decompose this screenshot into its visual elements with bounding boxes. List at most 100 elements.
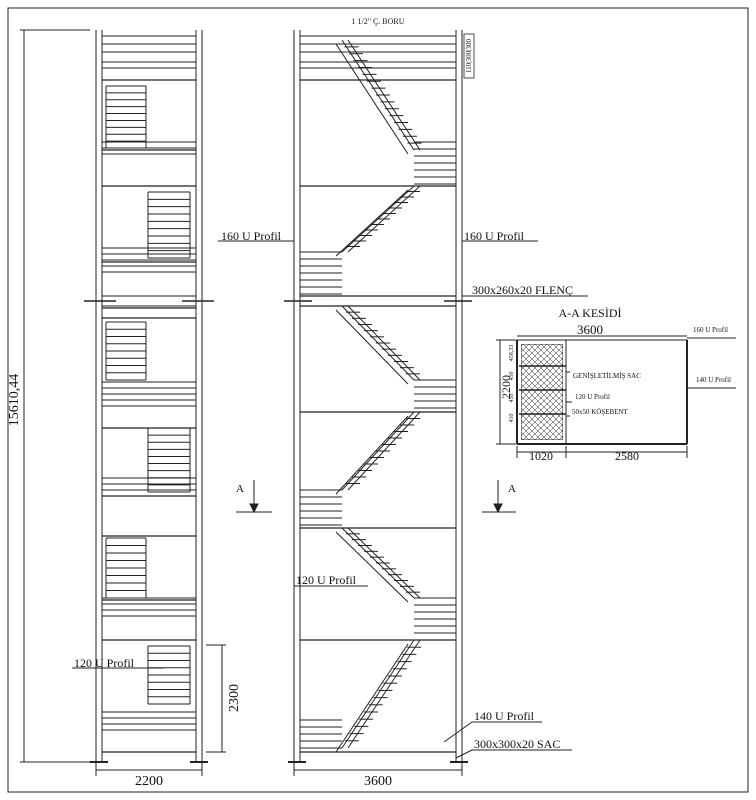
- section-angle-label: 50x50 KÖŞEBENT: [572, 408, 629, 416]
- pipe-note: 1 1/2" Ç. BORU: [351, 17, 404, 26]
- section-hatch-line: [583, 344, 679, 440]
- section-hatch-line: [631, 344, 727, 440]
- section-hatch-line: [558, 435, 563, 440]
- section-grating-hatch: [325, 344, 745, 440]
- section-hatch-line: [521, 425, 536, 440]
- side-stringer: [347, 639, 421, 749]
- rail-dims-note: 110|300|300: [465, 38, 473, 73]
- u140-label: 140 U Profil: [474, 709, 535, 723]
- u160-right-label: 160 U Profil: [464, 229, 525, 243]
- section-title: A-A KESİDİ: [559, 306, 622, 320]
- section-hatch-line: [343, 344, 439, 440]
- section-hatch-line: [589, 344, 685, 440]
- section-hatch-line: [521, 357, 563, 401]
- total-height-dimension: [20, 29, 90, 763]
- side-handrail: [335, 309, 409, 385]
- section-a-a: [325, 335, 745, 458]
- section-hatch-line: [625, 344, 721, 440]
- section-hatch-line: [522, 399, 563, 440]
- section-dim-2: 450: [509, 372, 515, 381]
- section-hatch-line: [565, 344, 661, 440]
- cut-mark-left-label: A: [236, 483, 244, 495]
- cut-mark-right-label: A: [508, 483, 516, 495]
- landing-height-label: 2300: [227, 684, 242, 712]
- section-width-label: 3600: [577, 322, 603, 337]
- front-elevation: [84, 30, 214, 763]
- section-hatch-line: [637, 344, 733, 440]
- section-hatch-line: [649, 344, 745, 440]
- section-hatch-line: [521, 387, 563, 431]
- section-hatch-line: [521, 395, 563, 439]
- side-width-dimension: [293, 762, 463, 776]
- section-hatch-line: [349, 344, 445, 440]
- section-hatch-line: [409, 344, 505, 440]
- section-u120-label: 120 U Profil: [575, 393, 610, 401]
- section-split-left: 1020: [529, 449, 553, 463]
- section-dim-1: 458,33: [509, 345, 515, 362]
- section-hatch-line: [540, 417, 563, 440]
- landing-height-dimension: [206, 644, 226, 753]
- section-hatch-line: [521, 369, 563, 413]
- section-u160-label: 160 U Profil: [693, 326, 728, 334]
- section-dim-3: 450: [509, 394, 515, 403]
- section-hatch-line: [521, 344, 542, 365]
- u140-leader: [443, 721, 473, 743]
- section-hatch-line: [619, 344, 715, 440]
- section-hatch-line: [521, 351, 563, 395]
- side-width-label: 3600: [364, 774, 392, 789]
- section-hatch-line: [521, 401, 560, 440]
- u120-front-label: 120 U Profil: [74, 656, 135, 670]
- total-height-label: 15610,44: [7, 374, 22, 427]
- section-hatch-line: [403, 344, 499, 440]
- front-width-label: 2200: [135, 774, 163, 789]
- section-hatch-line: [521, 345, 563, 389]
- section-split-right: 2580: [615, 449, 639, 463]
- section-hatch-line: [367, 344, 463, 440]
- section-hatch-line: [643, 344, 739, 440]
- section-hatch-line: [528, 405, 563, 440]
- section-hatch-line: [361, 344, 457, 440]
- section-hatch-line: [534, 411, 563, 440]
- u160-left-label: 160 U Profil: [221, 229, 282, 243]
- section-hatch-line: [565, 344, 661, 440]
- rail-dims-box: [463, 33, 475, 79]
- section-hatch-line: [521, 393, 563, 437]
- section-hatch-line: [521, 347, 563, 391]
- section-hatch-line: [355, 344, 451, 440]
- section-hatch-line: [521, 375, 563, 419]
- cut-marker-left: [236, 480, 272, 514]
- cut-marker-right: [482, 480, 516, 514]
- section-grating-label: GENİŞLETİLMİŞ SAC: [573, 372, 641, 380]
- section-hatch-line: [534, 344, 563, 373]
- side-stringer: [341, 639, 415, 749]
- flange-label: 300x260x20 FLENÇ: [472, 283, 573, 297]
- section-hatch-line: [331, 344, 427, 440]
- section-hatch-line: [595, 344, 691, 440]
- side-handrail: [335, 531, 409, 603]
- section-hatch-line: [601, 344, 697, 440]
- side-handrail: [335, 415, 409, 495]
- section-hatch-line: [521, 344, 560, 383]
- section-hatch-line: [521, 419, 542, 440]
- section-hatch-line: [521, 363, 563, 407]
- section-dim-4: 410: [509, 414, 515, 423]
- section-hatch-line: [391, 344, 487, 440]
- section-outline: [516, 339, 688, 445]
- section-u140-label: 140 U Profil: [696, 376, 731, 384]
- side-handrail: [335, 189, 409, 257]
- section-hatch-line: [325, 344, 421, 440]
- u120-side-label: 120 U Profil: [296, 573, 357, 587]
- section-hatch-line: [521, 344, 548, 371]
- base-plate-label: 300x300x20 SAC: [474, 737, 560, 751]
- section-hatch-line: [613, 344, 709, 440]
- section-hatch-line: [397, 344, 493, 440]
- side-handrail: [335, 643, 409, 753]
- section-hatch-line: [552, 429, 563, 440]
- drawing-frame: [7, 7, 749, 793]
- base-plate-leader: [455, 749, 473, 759]
- section-depth-label: 2200: [499, 375, 513, 399]
- section-hatch-line: [552, 344, 563, 355]
- section-hatch-line: [521, 407, 554, 440]
- section-hatch-line: [415, 344, 511, 440]
